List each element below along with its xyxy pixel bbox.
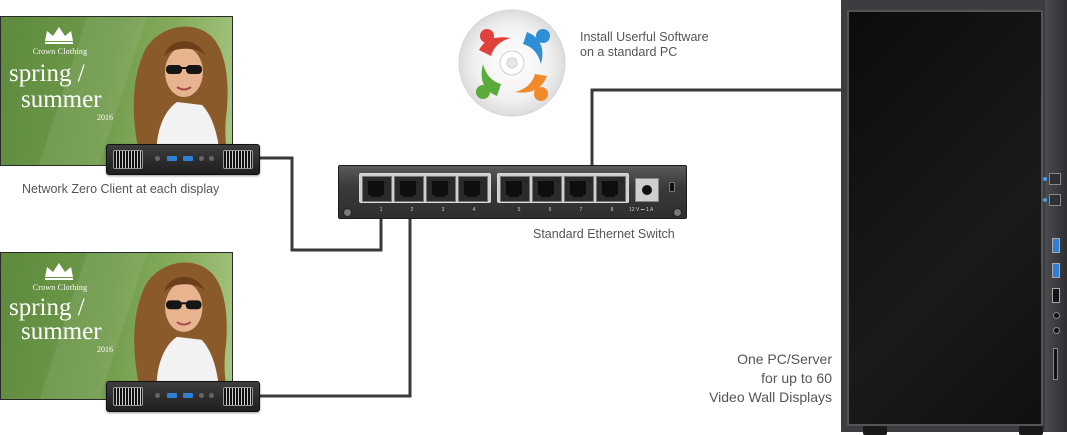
screw bbox=[673, 208, 682, 217]
audio-jack bbox=[1053, 327, 1060, 334]
software-label-line1: Install Userful Software bbox=[580, 30, 709, 44]
ethernet-port bbox=[596, 176, 626, 202]
card-slot bbox=[1053, 348, 1058, 380]
usb-port bbox=[167, 393, 177, 398]
port-group-right bbox=[497, 173, 629, 203]
display-bottom: Crown Clothing spring / summer 2016 bbox=[0, 252, 233, 400]
power-led bbox=[155, 156, 160, 161]
server-label-line3: Video Wall Displays bbox=[709, 389, 832, 405]
power-jack bbox=[635, 178, 659, 202]
usb-port bbox=[183, 393, 193, 398]
activity-led bbox=[1043, 198, 1047, 202]
ethernet-port bbox=[394, 176, 424, 202]
port-number: 2 bbox=[410, 207, 414, 213]
port-number: 7 bbox=[579, 207, 583, 213]
switch-label: Standard Ethernet Switch bbox=[533, 227, 675, 241]
power-button bbox=[1049, 173, 1061, 185]
port-number: 8 bbox=[610, 207, 614, 213]
tower-front-panel bbox=[847, 10, 1043, 426]
ethernet-port bbox=[362, 176, 392, 202]
brand-name: Crown Clothing bbox=[32, 47, 88, 56]
power-led bbox=[1043, 177, 1047, 181]
audio-jack bbox=[209, 393, 214, 398]
zero-client-bottom bbox=[106, 381, 260, 412]
usb-port bbox=[1052, 263, 1060, 278]
port-number: 1 bbox=[379, 207, 383, 213]
ethernet-port bbox=[458, 176, 488, 202]
vent bbox=[113, 150, 143, 169]
zero-client-top bbox=[106, 144, 260, 175]
port-group-left bbox=[359, 173, 491, 203]
screw bbox=[343, 208, 352, 217]
ethernet-port bbox=[426, 176, 456, 202]
crown-icon bbox=[45, 27, 73, 44]
crown-icon bbox=[45, 263, 73, 280]
cable-top-client-to-switch bbox=[258, 156, 383, 252]
ethernet-port bbox=[500, 176, 530, 202]
audio-jack bbox=[199, 156, 204, 161]
headline-year: 2016 bbox=[97, 113, 113, 122]
tower-foot bbox=[1019, 426, 1043, 435]
software-label-line2: on a standard PC bbox=[580, 45, 678, 59]
server-tower bbox=[841, 0, 1067, 435]
audio-jack bbox=[1053, 312, 1060, 319]
server-label-line2: for up to 60 bbox=[761, 370, 832, 386]
port-number: 4 bbox=[472, 207, 476, 213]
power-rating: 12 V ⎓ 1 A bbox=[629, 207, 654, 213]
server-label-line1: One PC/Server bbox=[737, 351, 832, 367]
audio-jack bbox=[199, 393, 204, 398]
display-top: Crown Clothing spring / summer 2016 bbox=[0, 16, 233, 166]
cable-switch-to-server bbox=[590, 88, 842, 165]
tower-side-io bbox=[1045, 0, 1067, 432]
vent bbox=[113, 387, 143, 406]
headline-line1: spring / bbox=[9, 60, 85, 87]
power-led bbox=[155, 393, 160, 398]
ethernet-port bbox=[532, 176, 562, 202]
usb-port bbox=[1052, 288, 1060, 303]
model-photo bbox=[133, 26, 230, 165]
port-number: 3 bbox=[441, 207, 445, 213]
vent bbox=[223, 387, 253, 406]
ethernet-switch: 1 2 3 4 5 6 7 8 12 V ⎓ 1 A bbox=[338, 165, 687, 219]
usb-port bbox=[167, 156, 177, 161]
cable-bottom-client-to-switch bbox=[258, 217, 412, 398]
brand-name: Crown Clothing bbox=[32, 283, 88, 292]
vent bbox=[223, 150, 253, 169]
ethernet-port bbox=[564, 176, 594, 202]
usb-port bbox=[183, 156, 193, 161]
usb-port bbox=[1052, 238, 1060, 253]
headline-line2: summer bbox=[21, 86, 102, 113]
headline-line2: summer bbox=[21, 318, 102, 345]
headline-year: 2016 bbox=[97, 345, 113, 354]
userful-people-circle-icon bbox=[458, 9, 566, 117]
port-number: 5 bbox=[517, 207, 521, 213]
audio-jack bbox=[209, 156, 214, 161]
headline-line1: spring / bbox=[9, 294, 85, 321]
tower-foot bbox=[863, 426, 887, 435]
model-photo bbox=[134, 262, 230, 399]
reset-button bbox=[1049, 194, 1061, 206]
zero-client-label: Network Zero Client at each display bbox=[22, 182, 220, 196]
port-number: 6 bbox=[548, 207, 552, 213]
led-indicator bbox=[669, 182, 675, 192]
